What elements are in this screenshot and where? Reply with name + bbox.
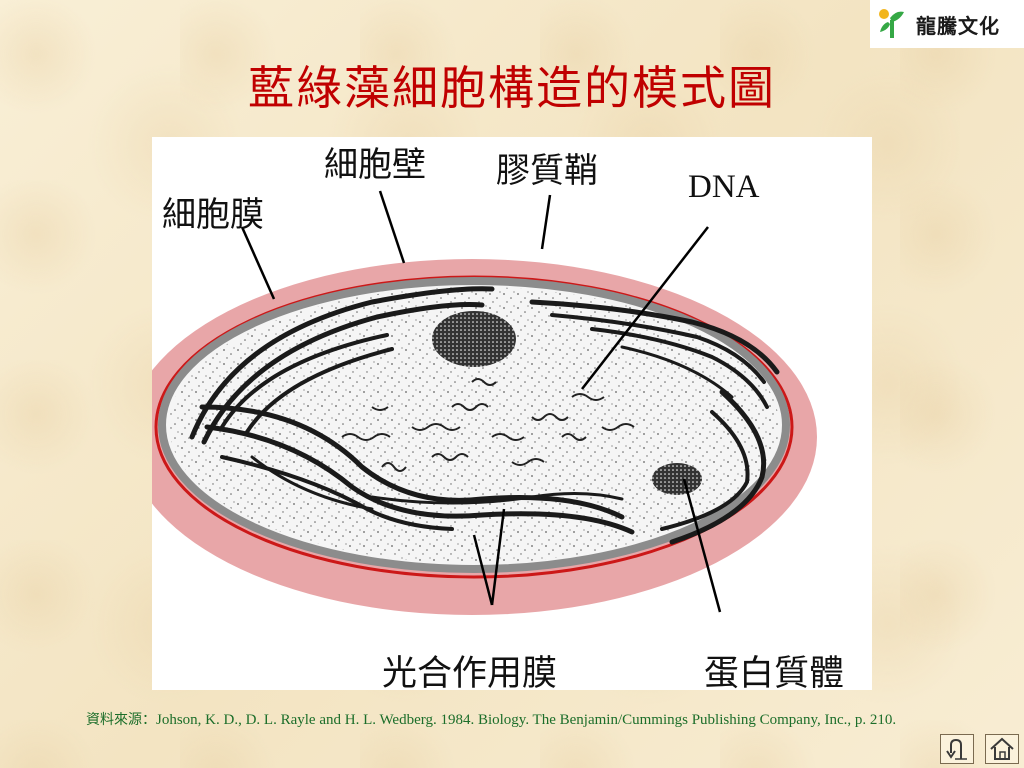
protein-body-label: 蛋白質體 <box>704 654 845 694</box>
publisher-logo: 龍騰文化 <box>870 0 1024 48</box>
slide-title: 藍綠藻細胞構造的模式圖 <box>248 61 776 115</box>
dna-strands <box>341 378 635 472</box>
logo-text: 龍騰文化 <box>916 13 1000 38</box>
protein-body <box>652 463 702 495</box>
cell-membrane-label: 細胞膜 <box>162 195 264 235</box>
home-icon <box>990 737 1014 760</box>
cell-wall-label: 細胞壁 <box>324 145 426 185</box>
cyanobacteria-cell-diagram: 細胞壁 膠質鞘 DNA 細胞膜 光合作用膜 蛋白質體 <box>152 137 872 694</box>
source-label: 資料來源： <box>86 713 156 728</box>
sprout-logo-icon <box>879 9 904 38</box>
source-text: Johson, K. D., D. L. Rayle and H. L. Wed… <box>156 712 897 728</box>
photosynthetic-membrane-label: 光合作用膜 <box>382 654 558 694</box>
gelatinous-sheath-label: 膠質鞘 <box>496 151 598 191</box>
dark-granule <box>432 311 516 367</box>
leader-lines <box>240 190 722 613</box>
cell-illustration <box>152 190 817 615</box>
photosynthetic-membranes <box>189 286 780 545</box>
dna-label: DNA <box>688 169 760 205</box>
return-button[interactable] <box>940 734 974 764</box>
home-button[interactable] <box>985 734 1019 764</box>
source-citation: 資料來源：Johson, K. D., D. L. Rayle and H. L… <box>86 708 916 733</box>
return-arrow-icon <box>946 738 967 760</box>
